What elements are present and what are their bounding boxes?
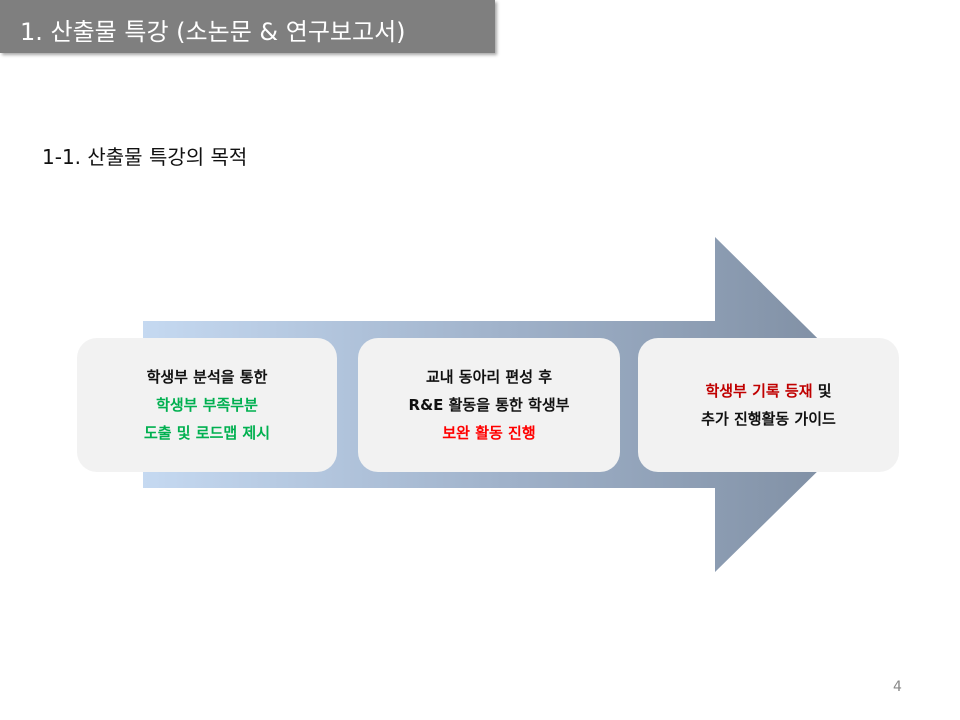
slide-title-bar: 1. 산출물 특강 (소논문 & 연구보고서)	[0, 0, 495, 53]
step-1-line-3: 도출 및 로드맵 제시	[143, 424, 271, 442]
step-3-line-2: 추가 진행활동 가이드	[701, 410, 836, 428]
step-box-3: 학생부 기록 등재 및 추가 진행활동 가이드	[638, 338, 899, 472]
step-3-line-1-rest: 및	[812, 382, 832, 400]
step-2-line-1: 교내 동아리 편성 후	[425, 368, 553, 386]
step-3-line-1: 학생부 기록 등재 및	[705, 377, 831, 405]
step-box-2: 교내 동아리 편성 후 R&E 활동을 통한 학생부 보완 활동 진행	[358, 338, 620, 472]
page-number: 4	[893, 679, 902, 695]
step-box-1: 학생부 분석을 통한 학생부 부족부분 도출 및 로드맵 제시	[77, 338, 337, 472]
step-2-line-3: 보완 활동 진행	[442, 424, 536, 442]
step-1-line-2: 학생부 부족부분	[156, 396, 258, 414]
step-2-line-2: R&E 활동을 통한 학생부	[408, 396, 570, 414]
slide-title: 1. 산출물 특강 (소논문 & 연구보고서)	[20, 18, 406, 46]
step-3-highlight: 학생부 기록 등재	[705, 382, 813, 400]
section-subtitle: 1-1. 산출물 특강의 목적	[42, 145, 248, 169]
step-1-line-1: 학생부 분석을 통한	[146, 368, 268, 386]
